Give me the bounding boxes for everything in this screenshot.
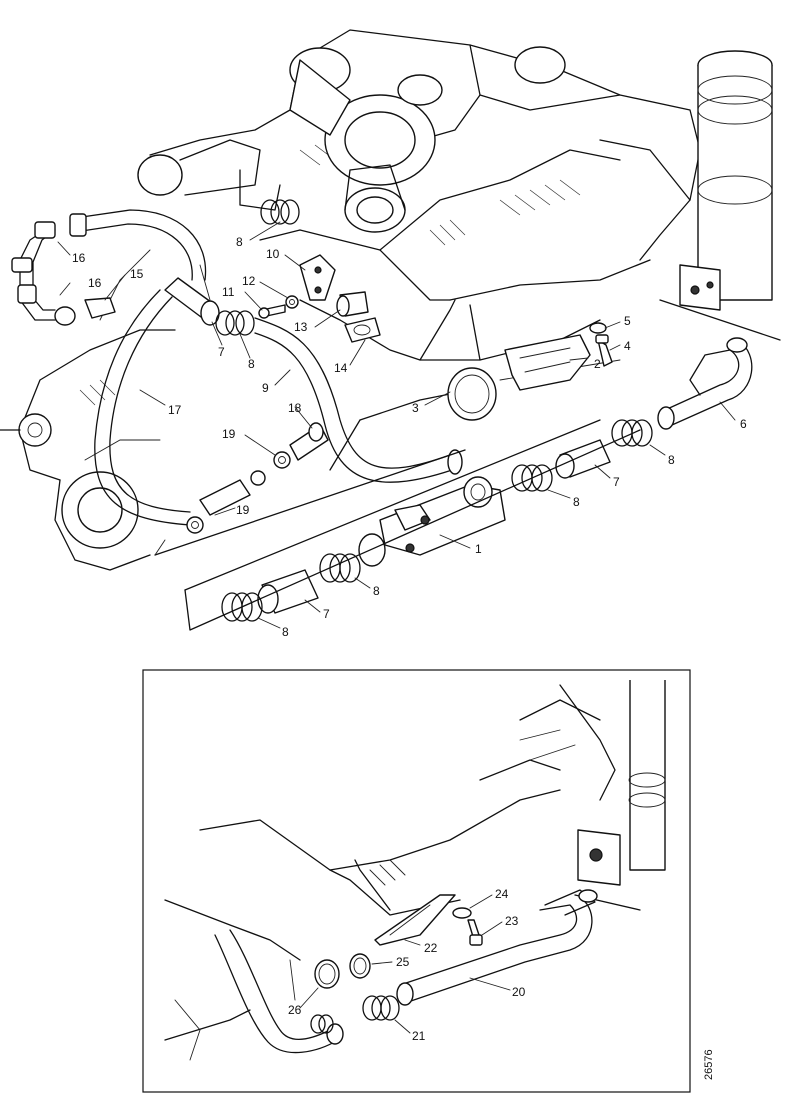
hose-7-upper <box>164 277 220 326</box>
callout-12: 12 <box>242 274 256 288</box>
turbocharger <box>137 46 566 233</box>
callout-8: 8 <box>236 235 243 249</box>
callout-7: 7 <box>323 607 330 621</box>
fitting-19-upper <box>273 422 329 469</box>
callout-7: 7 <box>613 475 620 489</box>
inset-frame <box>142 669 691 1093</box>
callout-22: 22 <box>424 941 438 955</box>
clamp-8-lower-a <box>319 553 361 583</box>
callout-6: 6 <box>740 417 747 431</box>
clamp-8-upper-a <box>260 199 300 225</box>
callout-23: 23 <box>505 914 519 928</box>
callout-11: 11 <box>222 285 235 299</box>
callout-8: 8 <box>668 453 675 467</box>
callout-19: 19 <box>236 503 250 517</box>
inset-callouts: 24 23 22 25 20 26 21 <box>288 887 526 1043</box>
hose-7-lower <box>257 569 319 614</box>
inset-hose-loop <box>214 929 344 1054</box>
main-callouts: 16 16 15 8 10 12 11 13 7 8 5 4 14 2 9 17… <box>72 235 747 639</box>
hose-upper-left <box>19 209 207 321</box>
callout-3: 3 <box>412 401 419 415</box>
inset-ring-25 <box>349 953 371 979</box>
expansion-tank <box>659 50 781 341</box>
callout-2: 2 <box>594 357 601 371</box>
bolt-4 <box>595 334 613 367</box>
inset-washer-24 <box>452 907 472 919</box>
bolt-11 <box>258 304 286 319</box>
callout-24: 24 <box>495 887 509 901</box>
callout-18: 18 <box>288 401 302 415</box>
callout-25: 25 <box>396 955 410 969</box>
callout-8: 8 <box>373 584 380 598</box>
inset-leader-lines <box>299 894 511 1034</box>
hose-17 <box>94 289 191 526</box>
hose-9-18 <box>254 317 463 483</box>
clamp-8-upper-b <box>215 310 255 336</box>
callout-9: 9 <box>262 381 269 395</box>
cooler-1 <box>358 476 506 567</box>
figure-reference-number: 26576 <box>703 1049 715 1080</box>
callout-15: 15 <box>130 267 144 281</box>
fitting-19-lower <box>186 470 266 534</box>
fitting-13 <box>336 291 369 317</box>
callout-20: 20 <box>512 985 526 999</box>
inset-engine-block <box>164 684 616 1061</box>
inset-tank <box>574 680 666 911</box>
washer-12 <box>285 295 299 309</box>
callout-17: 17 <box>168 403 182 417</box>
callout-21: 21 <box>412 1029 426 1043</box>
crank-pulley <box>0 413 139 549</box>
callout-8: 8 <box>248 357 255 371</box>
callout-7: 7 <box>218 345 225 359</box>
callout-8: 8 <box>282 625 289 639</box>
inset-bracket-22 <box>374 894 456 946</box>
inset-clamp-21 <box>362 995 400 1021</box>
engine-block <box>19 29 701 571</box>
main-engine-view: 16 16 15 8 10 12 11 13 7 8 5 4 14 2 9 17… <box>0 29 781 639</box>
inset-hose-20 <box>396 889 598 1006</box>
callout-26: 26 <box>288 1003 302 1017</box>
hose-7-mid <box>555 439 611 479</box>
callout-4: 4 <box>624 339 631 353</box>
hose-6 <box>657 337 753 430</box>
callout-10: 10 <box>266 247 280 261</box>
bracket-14 <box>344 317 381 343</box>
leader-lines <box>57 221 736 629</box>
ring-3 <box>447 367 497 421</box>
callout-16: 16 <box>72 251 86 265</box>
inset-view: 24 23 22 25 20 26 21 <box>142 669 691 1093</box>
callout-13: 13 <box>294 320 308 334</box>
washer-5 <box>589 322 607 334</box>
inset-ring-26 <box>314 959 340 989</box>
bracket-2 <box>504 334 591 391</box>
fittings-15-16 <box>11 213 116 326</box>
callout-5: 5 <box>624 314 631 328</box>
inset-clamp-lower-left <box>310 1014 334 1034</box>
callout-14: 14 <box>334 361 348 375</box>
bracket-10 <box>299 254 336 301</box>
base-plate <box>154 419 641 631</box>
callout-1: 1 <box>475 542 482 556</box>
callout-8: 8 <box>573 495 580 509</box>
callout-19: 19 <box>222 427 236 441</box>
inset-bolt-23 <box>467 919 483 946</box>
callout-16: 16 <box>88 276 102 290</box>
